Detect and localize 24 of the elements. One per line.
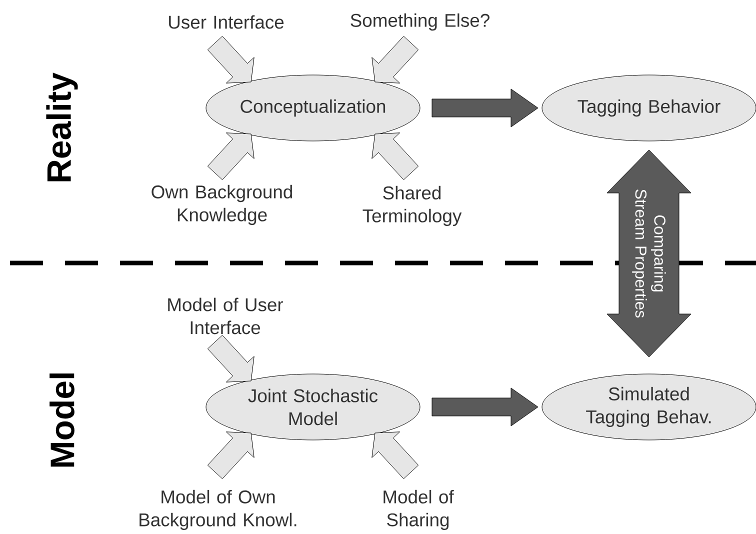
ellipse-node: Joint Stochastic Model (206, 374, 420, 440)
input-label: Shared Terminology (362, 186, 462, 226)
block-arrow (207, 36, 254, 84)
input-label: Own Background Knowledge (152, 184, 292, 226)
edge-label: Comparing Stream Properties (632, 190, 666, 318)
input-label: Model of Own Background Knowl. (140, 490, 296, 530)
block-arrow (432, 88, 538, 128)
input-label: Something Else? (350, 13, 490, 31)
double-block-arrow (606, 150, 692, 358)
block-arrow (432, 388, 538, 426)
input-label: Model of Sharing (384, 490, 454, 530)
input-label: Model of User Interface (168, 298, 284, 334)
block-arrow (207, 432, 254, 480)
block-arrow (207, 334, 254, 382)
block-arrow (372, 432, 419, 480)
block-arrow (207, 132, 254, 180)
section-label: Model (50, 373, 74, 467)
block-arrow (372, 36, 419, 84)
section-label: Reality (46, 72, 78, 182)
ellipse-node: Conceptualization (206, 74, 420, 142)
ellipse-node: Simulated Tagging Behav. (542, 374, 756, 440)
block-arrow (372, 132, 419, 180)
input-label: User Interface (169, 15, 284, 29)
ellipse-node: Tagging Behavior (542, 74, 756, 142)
